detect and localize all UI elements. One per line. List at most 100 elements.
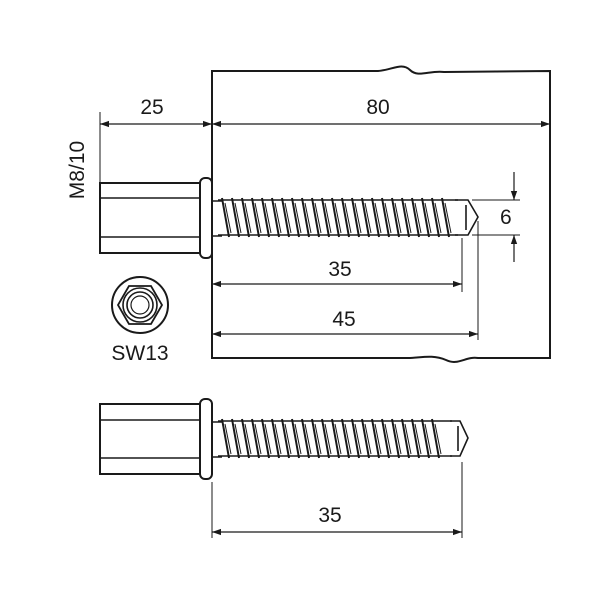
thread-root [424, 423, 432, 455]
thread-ridge [251, 197, 260, 238]
thread-ridge [301, 418, 310, 459]
tip-bottom [450, 420, 469, 457]
thread-root [254, 202, 262, 234]
thread-root [294, 202, 302, 234]
thread-root [264, 202, 272, 234]
neck-bottom [212, 421, 222, 458]
thread-root [254, 423, 262, 455]
thread-root [364, 202, 372, 234]
thread-root [374, 202, 382, 234]
thread-root [384, 202, 392, 234]
threaded-shank-top [218, 197, 458, 238]
thread-root [404, 202, 412, 234]
thread-ridge [311, 418, 320, 459]
dim-label-bolt-length: 35 [318, 504, 341, 527]
thread-ridge [411, 197, 420, 238]
dim-label-hex-length: 25 [140, 96, 163, 119]
thread-ridge [231, 197, 240, 238]
thread-ridge [231, 418, 240, 459]
dim-label-wall-depth: 80 [366, 96, 389, 119]
thread-ridge [341, 197, 350, 238]
thread-ridge [291, 418, 300, 459]
thread-ridge [391, 197, 400, 238]
dim-label-wrench-size: SW13 [111, 342, 168, 365]
thread-root [284, 423, 292, 455]
thread-ridge [291, 197, 300, 238]
thread-ridge [431, 418, 440, 459]
thread-ridge [381, 197, 390, 238]
thread-ridge [341, 418, 350, 459]
thread-root [394, 423, 402, 455]
thread-ridge [331, 197, 340, 238]
standalone-bolt [99, 398, 469, 480]
thread-root [354, 202, 362, 234]
dim-label-drill-depth: 45 [332, 308, 355, 331]
thread-ridge [351, 418, 360, 459]
thread-root [334, 202, 342, 234]
thread-root [344, 423, 352, 455]
thread-ridge [411, 418, 420, 459]
thread-ridge [261, 197, 270, 238]
thread-ridge [301, 197, 310, 238]
thread-ridge [311, 197, 320, 238]
thread-ridge [381, 418, 390, 459]
thread-root [434, 423, 442, 455]
thread-root [284, 202, 292, 234]
tip-top [455, 199, 479, 236]
thread-root [394, 202, 402, 234]
thread-ridge [241, 197, 250, 238]
flange-top [199, 177, 213, 259]
thread-ridge [361, 418, 370, 459]
thread-root [334, 423, 342, 455]
flange-bottom [199, 398, 213, 480]
thread-root [244, 423, 252, 455]
thread-root [374, 423, 382, 455]
dim-label-tip-diameter: 6 [500, 206, 512, 229]
thread-root [314, 423, 322, 455]
thread-root [274, 202, 282, 234]
installed-bolt [99, 177, 479, 259]
thread-ridge [371, 197, 380, 238]
thread-root [264, 423, 272, 455]
thread-root [244, 202, 252, 234]
thread-root [224, 202, 232, 234]
wall-outline [211, 65, 551, 363]
thread-ridge [391, 418, 400, 459]
thread-ridge [321, 418, 330, 459]
thread-root [234, 423, 242, 455]
thread-root [294, 423, 302, 455]
thread-ridge [271, 197, 280, 238]
thread-root [304, 423, 312, 455]
thread-ridge [321, 197, 330, 238]
thread-root [414, 202, 422, 234]
thread-ridge [371, 418, 380, 459]
thread-ridge [331, 418, 340, 459]
neck-top [212, 200, 222, 237]
thread-ridge [441, 197, 450, 238]
hex-nut-end-view [111, 276, 169, 334]
thread-root [224, 423, 232, 455]
thread-ridge [431, 197, 440, 238]
thread-root [234, 202, 242, 234]
thread-root [444, 202, 452, 234]
thread-ridge [421, 197, 430, 238]
thread-ridge [421, 418, 430, 459]
dim-label-anchor-depth: 35 [328, 258, 351, 281]
thread-root [414, 423, 422, 455]
thread-ridge [271, 418, 280, 459]
thread-ridge [221, 197, 230, 238]
hex-head-bottom [99, 403, 201, 475]
thread-ridge [401, 197, 410, 238]
thread-ridge [361, 197, 370, 238]
thread-root [424, 202, 432, 234]
thread-root [324, 202, 332, 234]
thread-ridge [281, 418, 290, 459]
thread-ridge [281, 197, 290, 238]
thread-root [364, 423, 372, 455]
thread-root [384, 423, 392, 455]
thread-ridge [261, 418, 270, 459]
thread-ridge [221, 418, 230, 459]
thread-root [274, 423, 282, 455]
hex-head-top [99, 182, 201, 254]
